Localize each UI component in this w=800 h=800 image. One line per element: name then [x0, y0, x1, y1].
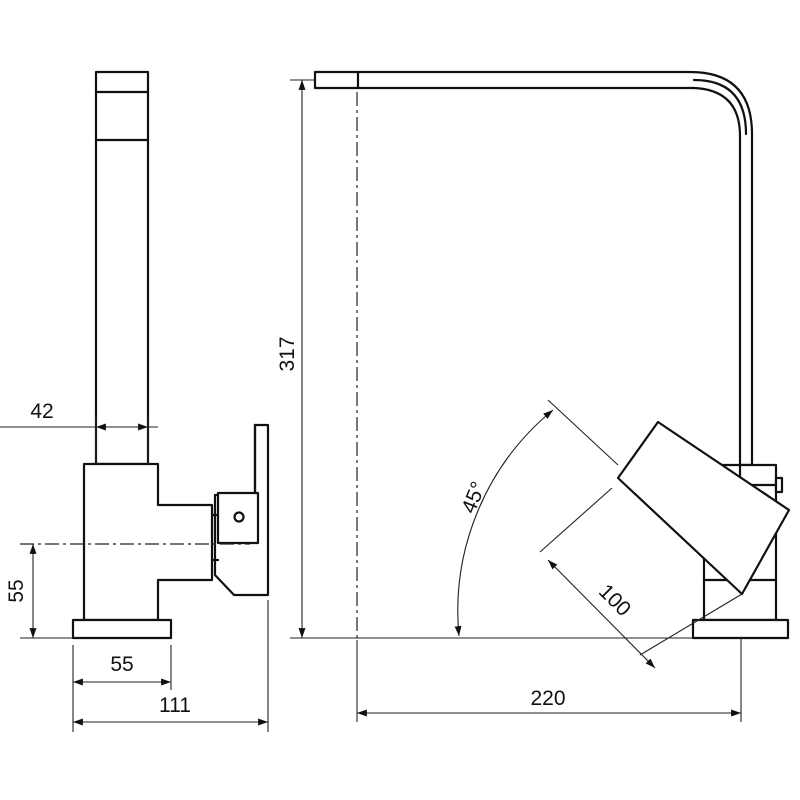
front-view-spout	[313, 70, 754, 467]
dim-base-width: 55	[72, 645, 172, 732]
front-view: 317 220 100 45°	[276, 70, 791, 722]
dim-lever-length: 100	[547, 559, 656, 669]
dim-base-height: 55	[5, 544, 73, 639]
dim-rotation-angle-label: 45°	[457, 479, 490, 517]
dim-reach: 220	[356, 638, 742, 722]
dim-total-height-label: 317	[276, 336, 299, 371]
dim-spout-width: 42	[0, 400, 158, 464]
side-view-body	[82, 462, 214, 622]
dim-rotation-angle: 45°	[454, 409, 554, 637]
handle-screw-icon	[233, 511, 245, 523]
dim-base-width-label: 55	[110, 653, 133, 676]
dim-body-depth: 111	[73, 600, 269, 732]
side-view: 42 55 55 111	[0, 70, 270, 732]
front-view-base-plate	[691, 618, 790, 640]
dim-lever-length-label: 100	[594, 580, 635, 621]
dim-body-depth-label: 111	[159, 694, 191, 717]
side-view-base-plate	[71, 618, 173, 640]
dim-total-height: 317	[276, 79, 357, 639]
dim-base-height-label: 55	[5, 579, 28, 602]
dim-reach-label: 220	[530, 687, 565, 710]
side-view-spout	[94, 70, 150, 466]
dim-spout-width-label: 42	[30, 400, 53, 423]
side-view-handle	[210, 423, 270, 597]
